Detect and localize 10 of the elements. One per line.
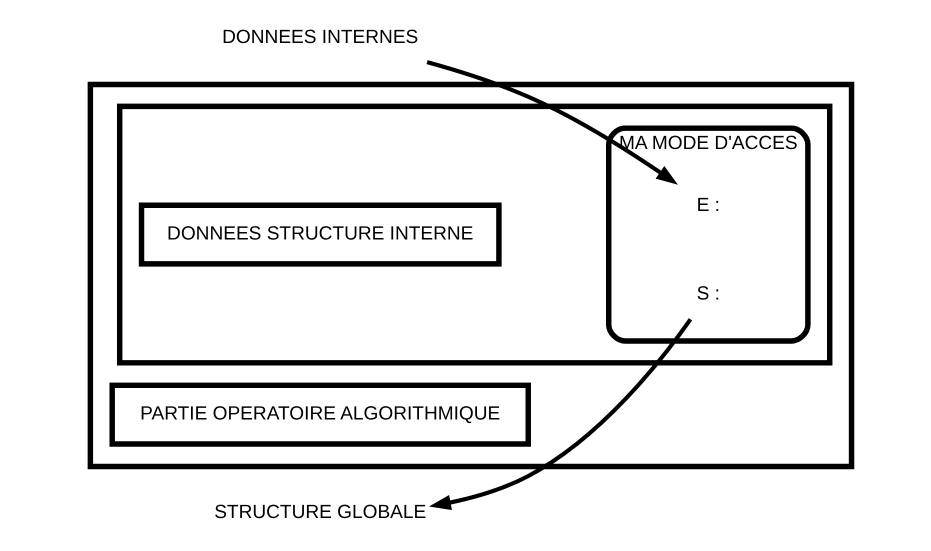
cluster [88, 82, 854, 470]
node-box: DONNEES STRUCTURE INTERNE [138, 202, 502, 267]
arrow [429, 318, 692, 510]
node-text: STRUCTURE GLOBALE [214, 502, 426, 523]
arrow [426, 60, 678, 185]
cluster [116, 104, 832, 366]
node-box: PARTIE OPERATOIRE ALGORITHMIQUE [109, 382, 531, 447]
node-text: S : [696, 284, 720, 305]
node-text: E : [696, 194, 720, 216]
node-text: DONNEES INTERNES [222, 27, 418, 48]
